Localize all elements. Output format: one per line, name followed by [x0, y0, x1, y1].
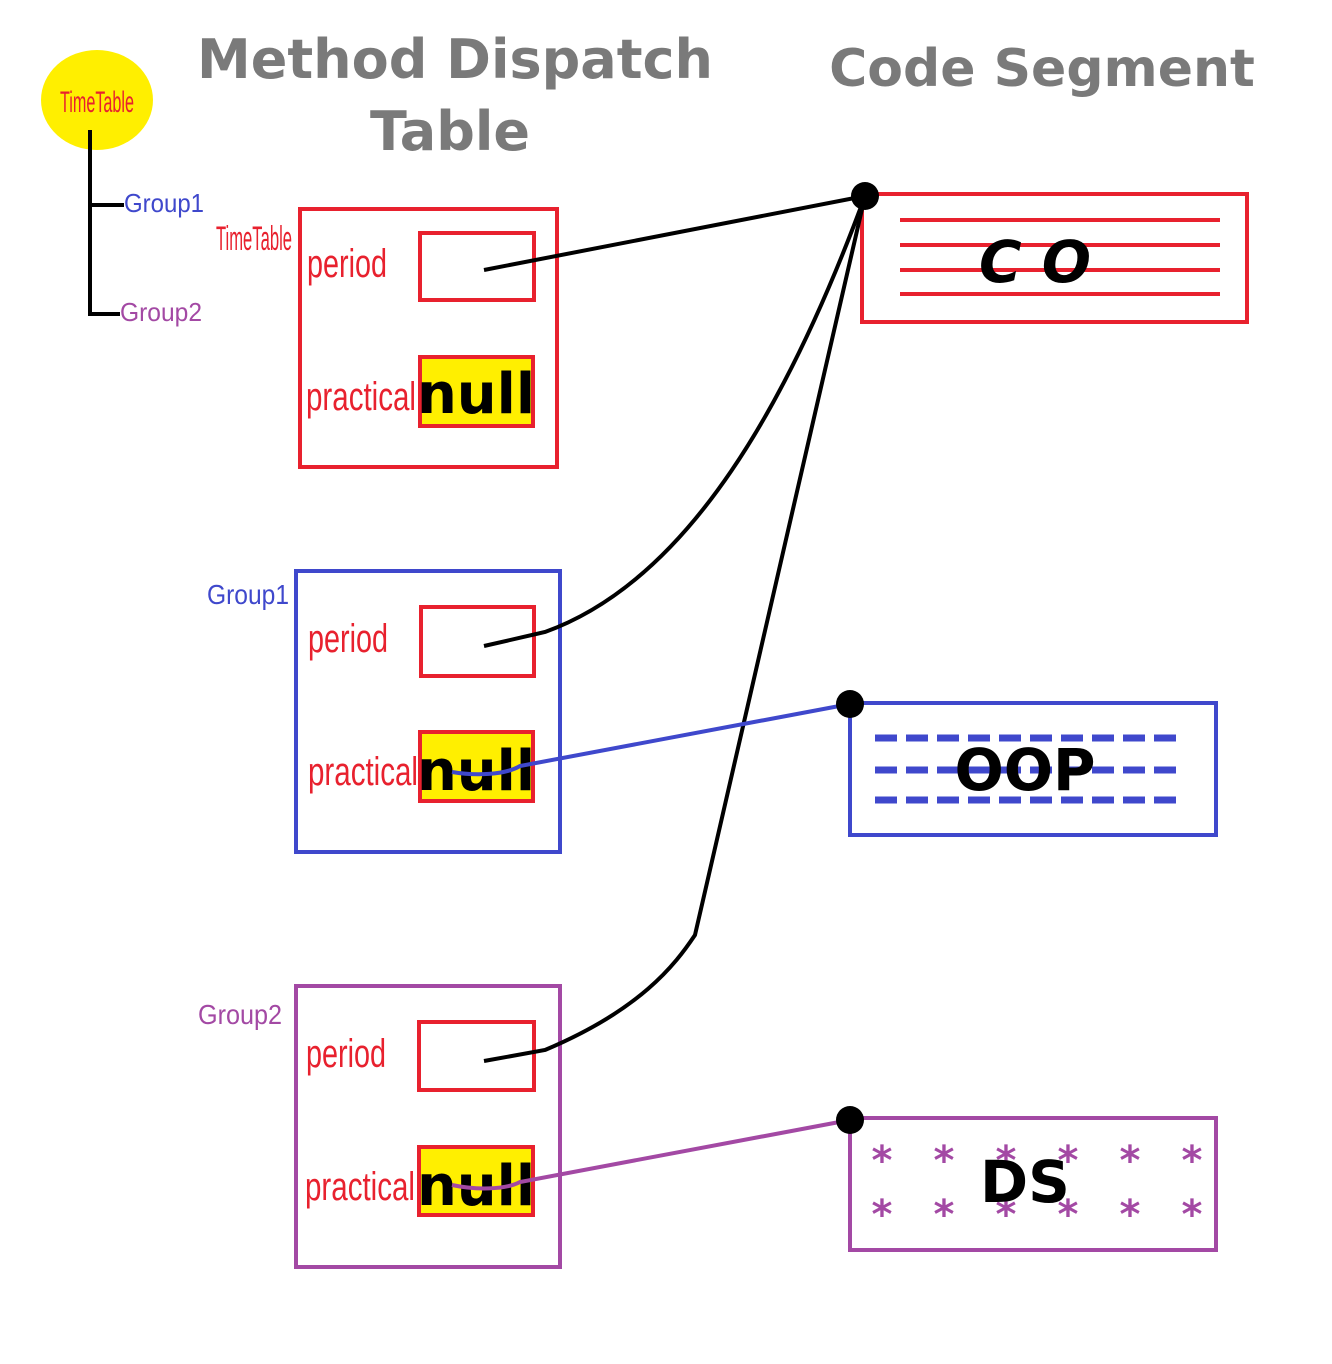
practical-null-value: null: [417, 739, 535, 804]
segment-border: [848, 1116, 1218, 1252]
pointer-group1-practical-to-oop: [451, 702, 851, 777]
pointer-group1-period-to-co: [483, 195, 867, 648]
segment-label: C O: [979, 228, 1091, 296]
star-glyph: *: [934, 1138, 955, 1184]
star-glyph: *: [1120, 1138, 1141, 1184]
table-border: [298, 207, 559, 469]
dispatch-table-timetable: TimeTable period practical null: [216, 207, 559, 469]
star-glyph: *: [996, 1192, 1017, 1238]
table-border: [294, 569, 562, 854]
star-glyph: *: [1182, 1192, 1203, 1238]
pointer-group2-practical-to-ds: [451, 1118, 851, 1191]
practical-label: practical: [305, 1165, 415, 1209]
star-glyph: *: [872, 1138, 893, 1184]
practical-null-value: null: [417, 362, 535, 427]
code-segment-heading: Code Segment: [829, 39, 1255, 99]
period-slot: [419, 605, 536, 678]
code-segment-oop: OOP: [848, 701, 1218, 837]
star-glyph: *: [1058, 1192, 1079, 1238]
dispatch-table-group2: Group2 period practical null: [198, 984, 562, 1269]
root-node-label: TimeTable: [60, 86, 134, 119]
practical-label: practical: [306, 375, 416, 419]
code-segment-co: C O: [860, 192, 1249, 324]
segment-label: DS: [980, 1148, 1070, 1216]
dispatch-table-group1: Group1 period practical null: [207, 569, 562, 854]
practical-label: practical: [308, 750, 418, 794]
pointer-group2-period-to-co: [483, 195, 867, 1063]
segment-star-pattern: * * * * * * * * * * * *: [872, 1138, 1203, 1238]
timetable-root-node: [41, 50, 153, 150]
practical-slot: [418, 355, 535, 428]
star-glyph: *: [872, 1192, 893, 1238]
period-label: period: [308, 617, 388, 661]
pointer-anchor-co: [851, 182, 879, 210]
segment-label: OOP: [954, 736, 1095, 804]
period-slot: [418, 231, 536, 302]
star-glyph: *: [934, 1192, 955, 1238]
class-hierarchy: TimeTable Group1 Group2: [41, 50, 204, 327]
mdt-heading-line1: Method Dispatch: [197, 28, 713, 91]
practical-slot: [418, 730, 535, 803]
pointer-anchor-ds: [836, 1106, 864, 1134]
mdt-heading-line2: Table: [370, 100, 530, 163]
star-glyph: *: [1058, 1138, 1079, 1184]
period-label: period: [307, 242, 387, 286]
star-glyph: *: [1182, 1138, 1203, 1184]
code-segment-ds: * * * * * * * * * * * * DS: [848, 1116, 1218, 1252]
pointer-anchor-oop: [836, 690, 864, 718]
child-node-group2: Group2: [120, 297, 202, 327]
pointer-lines: [451, 182, 879, 1191]
star-glyph: *: [996, 1138, 1017, 1184]
segment-border: [860, 192, 1249, 324]
table-label: Group1: [207, 579, 289, 610]
period-label: period: [306, 1032, 386, 1076]
table-label: Group2: [198, 999, 282, 1030]
pointer-timetable-period-to-co: [483, 194, 866, 272]
table-label: TimeTable: [216, 220, 292, 258]
table-border: [294, 984, 562, 1269]
child-node-group1: Group1: [124, 188, 204, 218]
star-glyph: *: [1120, 1192, 1141, 1238]
